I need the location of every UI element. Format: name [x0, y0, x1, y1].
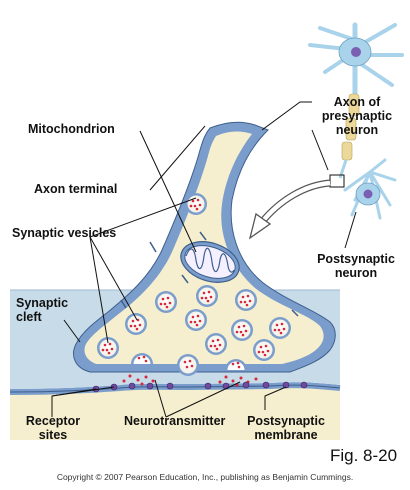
synaptic-vesicles [97, 193, 291, 376]
label-mitochondrion: Mitochondrion [28, 122, 115, 136]
label-synaptic-cleft: Synaptic cleft [16, 296, 68, 324]
label-axon-line3: neuron [335, 123, 379, 137]
vesicle [269, 317, 291, 339]
label-cleft-line1: Synaptic [16, 296, 69, 310]
neuron-illustration [308, 22, 404, 220]
zoom-arrow [248, 179, 331, 240]
label-post-neuron-line1: Postsynaptic [317, 252, 395, 266]
copyright-notice: Copyright © 2007 Pearson Education, Inc.… [56, 472, 354, 482]
presynaptic-nucleus [351, 47, 361, 57]
vesicle [231, 319, 253, 341]
label-axon-line2: presynaptic [321, 109, 393, 123]
zoom-box [329, 174, 345, 188]
vesicle [97, 337, 119, 359]
label-post-membrane-line1: Postsynaptic [247, 414, 325, 428]
figure-number: Fig. 8-20 [330, 446, 398, 465]
neurotransmitter-molecules [122, 374, 258, 387]
label-postsynaptic-membrane: Postsynaptic membrane [238, 414, 334, 442]
leader-lines [51, 101, 357, 418]
vesicle [205, 333, 227, 355]
fusing-vesicle [225, 359, 247, 370]
label-receptor-sites: Receptor sites [20, 414, 86, 442]
label-cleft-line2: cleft [16, 310, 42, 324]
label-post-neuron-line2: neuron [334, 266, 378, 280]
label-postsynaptic-neuron: Postsynaptic neuron [308, 252, 404, 280]
vesicle [155, 291, 177, 313]
vesicle [253, 339, 275, 361]
vesicle [196, 285, 218, 307]
vesicle [125, 313, 147, 335]
vesicle [185, 193, 207, 215]
label-axon-line1: Axon of [333, 95, 381, 109]
label-post-membrane-line2: membrane [254, 428, 318, 442]
fusing-vesicle [131, 353, 153, 364]
label-receptor-line2: sites [38, 428, 68, 442]
label-axon-of-presynaptic-neuron: Axon of presynaptic neuron [312, 95, 402, 137]
label-receptor-line1: Receptor [25, 414, 81, 428]
vesicle [185, 309, 207, 331]
fusing-vesicle [177, 354, 199, 376]
postsynaptic-nucleus [363, 189, 373, 199]
label-neurotransmitter: Neurotransmitter [124, 414, 226, 428]
vesicle [235, 289, 257, 311]
label-synaptic-vesicles: Synaptic vesicles [12, 226, 117, 240]
label-axon-terminal: Axon terminal [34, 182, 118, 196]
